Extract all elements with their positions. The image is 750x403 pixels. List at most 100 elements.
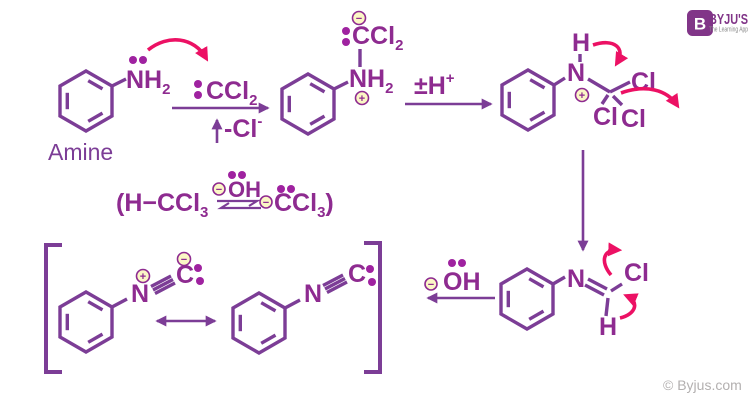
chlorine-label: Cl [621, 105, 646, 133]
minus-chloride-label: -Cl- [224, 113, 262, 143]
lone-pair-dots [194, 80, 202, 99]
charge-circle [354, 90, 370, 106]
minus-charge-icon: − [259, 195, 273, 209]
hydroxide-attack-arrow: − OH [424, 259, 495, 304]
electron-dot [194, 80, 202, 88]
benzene-ring [58, 69, 114, 133]
lone-pair-dots [129, 56, 147, 64]
minus-charge-icon: − [351, 10, 367, 26]
hydrogen-label: H [572, 29, 590, 57]
electron-dot [196, 277, 204, 285]
proton-transfer-label: ±H+ [414, 70, 455, 100]
amino-group-label: NH2 [126, 66, 170, 98]
amine-caption: Amine [48, 139, 113, 165]
electron-dot [366, 265, 374, 273]
electron-dot [139, 56, 147, 64]
byjus-logo: B BYJU'S The Learning App [687, 10, 748, 36]
minus-charge-icon: − [212, 182, 226, 196]
electron-dot [194, 91, 202, 99]
bond [111, 77, 127, 88]
plus-charge-icon: + [574, 87, 590, 103]
carbon-label: C [176, 261, 194, 289]
resonance-form-neutral: N C [231, 260, 376, 355]
bond [604, 297, 610, 317]
benzene-ring [500, 68, 556, 132]
bond [609, 80, 631, 94]
minus-sign: − [263, 197, 269, 209]
double-bond-line [587, 277, 608, 291]
trichloromethyl-adduct-structure: N H + Cl Cl Cl [500, 29, 680, 133]
plus-sign: + [579, 90, 585, 102]
hydrogen-label: H [599, 313, 617, 341]
resonance-form-charged: N + C − [58, 251, 204, 354]
electron-dot [129, 56, 137, 64]
charge-circle [351, 10, 367, 26]
benzene-ring [280, 72, 336, 136]
chloroform-label: (H−CCl3 [116, 189, 208, 221]
chlorine-label: Cl [593, 103, 618, 131]
ylide-intermediate-structure: NH2 + CCl2 − [280, 10, 403, 136]
plus-charge-icon: + [354, 90, 370, 106]
lone-pair-dots [228, 171, 246, 179]
nitrogen-label: N [304, 280, 322, 308]
plus-charge-icon: + [135, 268, 151, 284]
minus-charge-icon: − [176, 251, 192, 267]
triple-bond-line [152, 277, 174, 292]
benzene-ring [499, 267, 555, 331]
bond [587, 77, 611, 94]
charge-circle [135, 268, 151, 284]
charge-circle [574, 87, 590, 103]
open-bracket [44, 243, 62, 374]
aniline-structure: NH2 Amine [48, 38, 209, 165]
triple-bond-line [150, 274, 172, 289]
curved-electron-arrow [620, 86, 680, 109]
copyright-text: © Byjus.com [663, 377, 742, 393]
electron-dot [448, 259, 456, 267]
isocyanide-resonance-structures: N + C − N C [44, 241, 382, 374]
curved-electron-arrow [619, 293, 639, 320]
triple-bond-line [324, 276, 346, 291]
logo-brand-text: BYJU'S [709, 11, 748, 28]
electron-dot [287, 185, 295, 193]
carbon-label: C [348, 260, 366, 288]
double-bond-line [584, 283, 605, 297]
electron-dot [368, 278, 376, 286]
logo-tagline: The Learning App [709, 27, 748, 34]
chlorine-label: Cl [624, 259, 649, 287]
curved-electron-arrow [602, 242, 623, 277]
bond [552, 275, 566, 286]
electron-dot [194, 264, 202, 272]
electron-dot [228, 171, 236, 179]
bond [600, 94, 610, 105]
bond [611, 94, 624, 107]
chloroform-equilibrium: (H−CCl3 − OH − CCl3) [116, 171, 334, 221]
forward-harpoon [217, 199, 261, 207]
electron-dot [277, 185, 285, 193]
charge-circle [424, 277, 438, 291]
imidoyl-chloride-structure: N Cl H [499, 242, 649, 341]
minus-sign: − [181, 254, 187, 266]
minus-charge-icon: − [424, 277, 438, 291]
lone-pair-dots [448, 259, 466, 267]
hydroxide-label: OH [443, 268, 481, 296]
carbanion-label: CCl2 [352, 22, 403, 54]
charge-circle [212, 182, 226, 196]
triple-bond-line [326, 280, 348, 295]
plus-sign: + [140, 271, 146, 283]
step2-reaction-arrow: ±H+ [405, 70, 493, 110]
lone-pair-dots [277, 185, 295, 193]
benzene-ring [58, 290, 114, 354]
electron-dot [342, 38, 350, 46]
chlorine-label: Cl [631, 68, 656, 96]
triple-bond-line [154, 281, 176, 296]
lone-pair-dots [342, 27, 350, 46]
nitrogen-label: N [131, 280, 149, 308]
logo-badge-icon [687, 10, 713, 36]
hydroxide-label: OH [228, 177, 261, 202]
bond [333, 80, 349, 91]
electron-dot [458, 259, 466, 267]
bond [610, 282, 623, 293]
minus-sign: − [216, 184, 222, 196]
lone-pair-dots [194, 264, 204, 285]
